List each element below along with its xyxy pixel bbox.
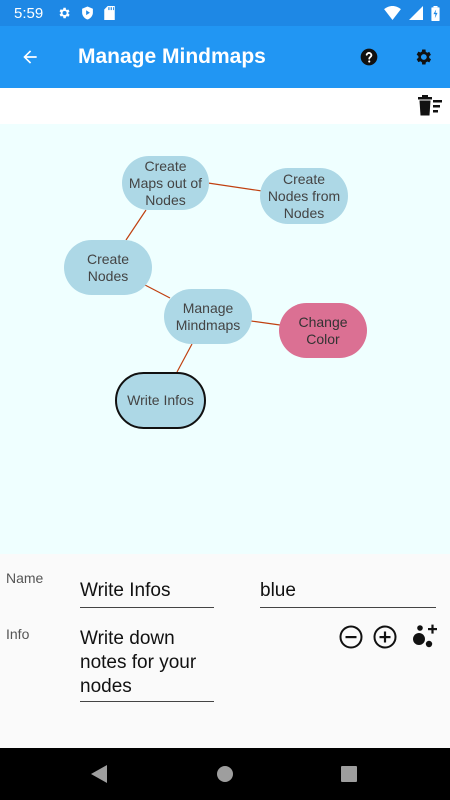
- sd-card-icon: [104, 6, 115, 20]
- edge-manage-changecolor: [250, 320, 281, 326]
- mindmap-node[interactable]: Create Nodes: [64, 240, 152, 295]
- plus-circle-icon: [373, 625, 397, 649]
- mindmap-node-selected[interactable]: Write Infos: [115, 372, 206, 429]
- edge-createnodes-manage: [144, 284, 171, 299]
- settings-button[interactable]: [396, 26, 450, 88]
- minus-circle-icon: [339, 625, 363, 649]
- status-time: 5:59: [14, 4, 44, 22]
- mindmap-node[interactable]: Manage Mindmaps: [164, 289, 252, 344]
- name-input[interactable]: Write Infos: [80, 579, 214, 608]
- help-icon: [360, 48, 378, 66]
- gear-icon: [416, 49, 431, 65]
- battery-icon: [431, 5, 440, 21]
- zoom-out-button[interactable]: [338, 624, 366, 652]
- wifi-icon: [384, 6, 401, 20]
- back-button[interactable]: [0, 26, 60, 88]
- delete-all-button[interactable]: [416, 92, 444, 120]
- color-input[interactable]: blue: [260, 579, 436, 608]
- status-bar: 5:59: [0, 0, 450, 26]
- mindmap-node[interactable]: Change Color: [279, 303, 367, 358]
- system-nav-bar: [0, 748, 450, 800]
- info-label: Info: [6, 626, 30, 642]
- mindmap-node[interactable]: Create Maps out of Nodes: [122, 156, 209, 210]
- add-node-button[interactable]: [410, 622, 438, 650]
- edge-maps-createnodes: [125, 209, 147, 241]
- zoom-in-button[interactable]: [372, 624, 400, 652]
- toolbar-strip: [0, 88, 450, 124]
- node-details-form: Name Write Infos blue Info Write down no…: [0, 554, 450, 748]
- edge-maps-fromnodes: [207, 182, 263, 192]
- nav-back-button[interactable]: [88, 762, 112, 786]
- edge-manage-writeinfos: [176, 343, 193, 373]
- triangle-back-icon: [91, 765, 107, 783]
- nav-home-button[interactable]: [214, 762, 238, 786]
- info-input[interactable]: Write down notes for your nodes: [80, 627, 214, 702]
- nav-recents-button[interactable]: [338, 762, 362, 786]
- mindmap-canvas[interactable]: Create Maps out of Nodes Create Nodes fr…: [0, 124, 450, 554]
- shield-play-icon: [81, 6, 94, 20]
- cell-signal-icon: [409, 6, 423, 20]
- bubble-plus-icon: [413, 624, 437, 648]
- page-title: Manage Mindmaps: [78, 45, 266, 68]
- square-recents-icon: [341, 766, 357, 782]
- mindmap-node[interactable]: Create Nodes from Nodes: [260, 168, 348, 224]
- circle-home-icon: [217, 766, 233, 782]
- settings-gear-status-icon: [57, 6, 71, 20]
- mindmap-edges: [125, 182, 281, 373]
- name-label: Name: [6, 570, 44, 586]
- arrow-back-icon: [23, 50, 37, 64]
- app-bar: Manage Mindmaps: [0, 26, 450, 88]
- delete-sweep-icon: [418, 95, 442, 116]
- help-button[interactable]: [342, 26, 396, 88]
